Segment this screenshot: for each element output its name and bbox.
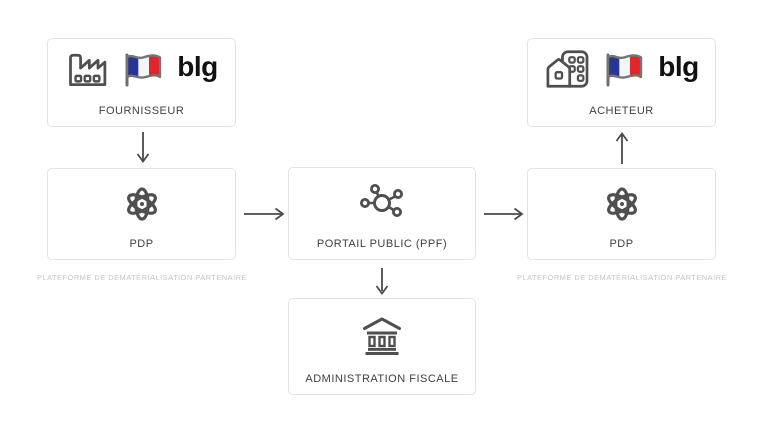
house-building-icon — [546, 50, 589, 88]
admin-fiscale-label: ADMINISTRATION FISCALE — [305, 373, 459, 385]
blg-logo: blg — [177, 51, 218, 82]
arrow-pdp-right-to-acheteur — [615, 131, 629, 164]
node-acheteur: blg ACHETEUR — [527, 38, 716, 127]
arrow-ppf-to-pdp-right — [484, 207, 524, 221]
arrow-ppf-to-admin-fiscale — [375, 268, 389, 296]
admin-icon-wrap — [360, 315, 404, 355]
french-flag-icon — [125, 53, 162, 87]
atom-icon — [606, 187, 637, 221]
ppf-label: PORTAIL PUBLIC (PPF) — [316, 238, 448, 250]
pdp-left-label: PDP — [129, 238, 154, 250]
bank-icon — [363, 317, 401, 355]
pdp-left-icon-wrap — [119, 181, 165, 227]
arrow-pdp-left-to-ppf — [244, 207, 285, 221]
node-administration-fiscale: ADMINISTRATION FISCALE — [288, 298, 476, 395]
acheteur-icon-row: blg — [544, 49, 699, 89]
network-hub-icon — [360, 184, 404, 217]
blg-logo: blg — [658, 51, 699, 82]
node-pdp-right: PDP — [527, 168, 716, 260]
arrow-fournisseur-to-pdp-left — [136, 132, 150, 164]
node-fournisseur: blg FOURNISSEUR — [47, 38, 236, 127]
fournisseur-label: FOURNISSEUR — [98, 105, 185, 117]
node-portail-public-ppf: PORTAIL PUBLIC (PPF) — [288, 167, 476, 260]
acheteur-label: ACHETEUR — [589, 105, 654, 117]
pdp-left-subtitle: PLATEFORME DE DEMATÉRIALISATION PARTENAI… — [37, 273, 247, 282]
factory-icon — [69, 53, 107, 86]
atom-icon — [126, 187, 157, 221]
french-flag-icon — [606, 53, 643, 87]
node-pdp-left: PDP — [47, 168, 236, 260]
fournisseur-icon-row: blg — [65, 49, 218, 89]
pdp-right-label: PDP — [609, 238, 634, 250]
ppf-icon-wrap — [359, 183, 405, 223]
pdp-right-icon-wrap — [599, 181, 645, 227]
pdp-right-subtitle: PLATEFORME DE DEMATÉRIALISATION PARTENAI… — [517, 273, 727, 282]
